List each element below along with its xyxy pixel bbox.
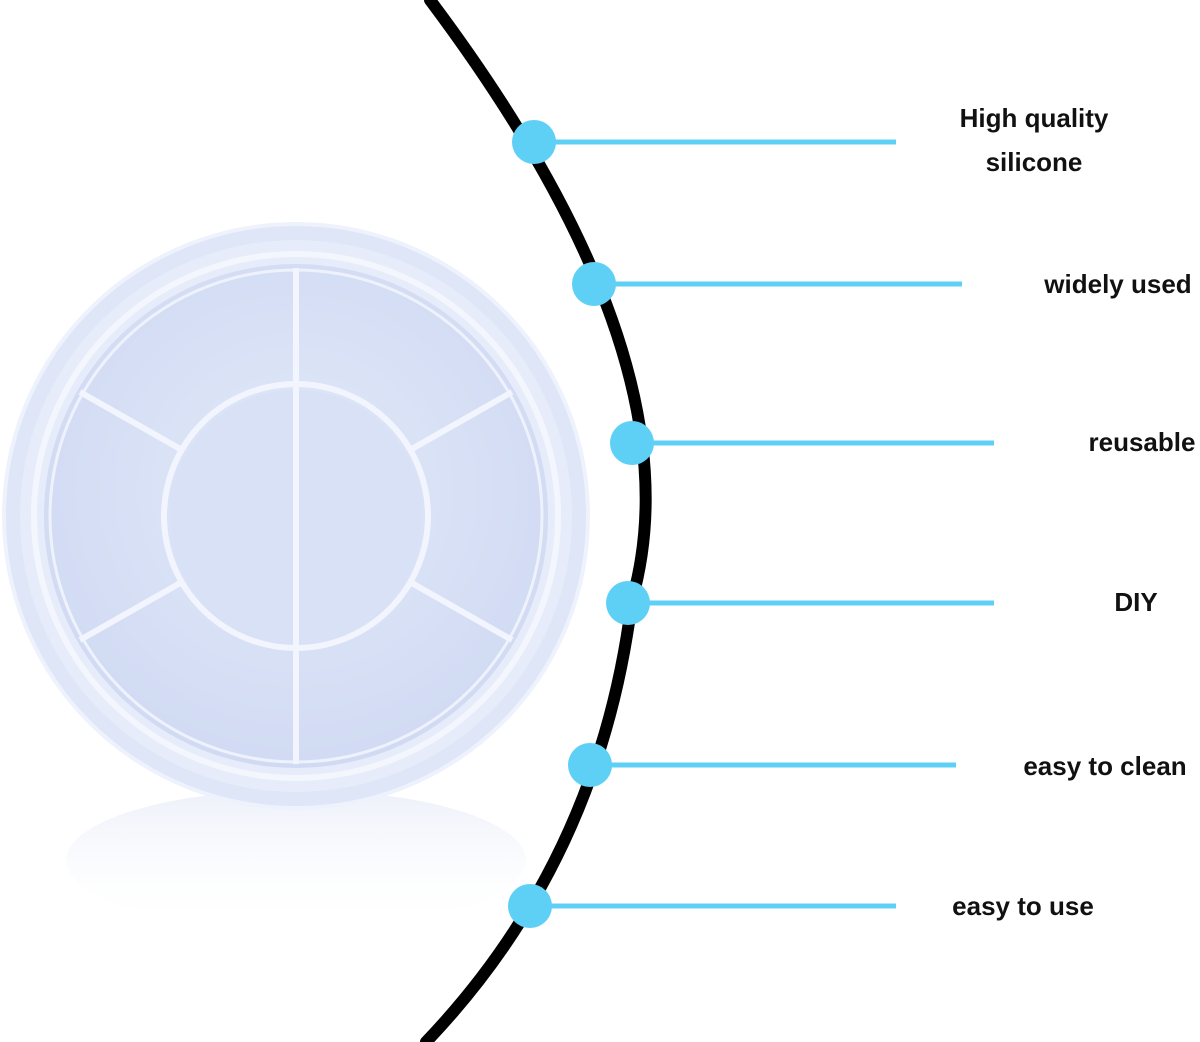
feature-label-widely-used: widely used	[1030, 262, 1200, 306]
feature-label-line: widely used	[1044, 269, 1192, 299]
feature-label-line: easy to clean	[1023, 751, 1187, 781]
feature-dot	[508, 884, 552, 928]
mold-reflection	[66, 790, 526, 930]
feature-dot	[610, 421, 654, 465]
feature-label-diy: DIY	[1096, 580, 1176, 624]
feature-label-line: easy to use	[952, 891, 1094, 921]
feature-label-line: silicone	[985, 147, 1083, 177]
feature-dot	[572, 262, 616, 306]
feature-label-line: reusable	[1088, 427, 1196, 457]
feature-dot	[568, 743, 612, 787]
feature-dot	[512, 120, 556, 164]
feature-label-line: DIY	[1114, 587, 1158, 617]
feature-label-line: High quality	[959, 103, 1109, 133]
feature-label-reusable: reusable	[1080, 420, 1200, 464]
feature-label-easy-to-use: easy to use	[940, 884, 1106, 928]
round-tray-silicone-mold-icon	[2, 222, 590, 810]
feature-label-high-quality-silicone: High quality silicone	[934, 96, 1134, 184]
feature-label-easy-to-clean: easy to clean	[1012, 744, 1198, 788]
feature-dot	[606, 581, 650, 625]
